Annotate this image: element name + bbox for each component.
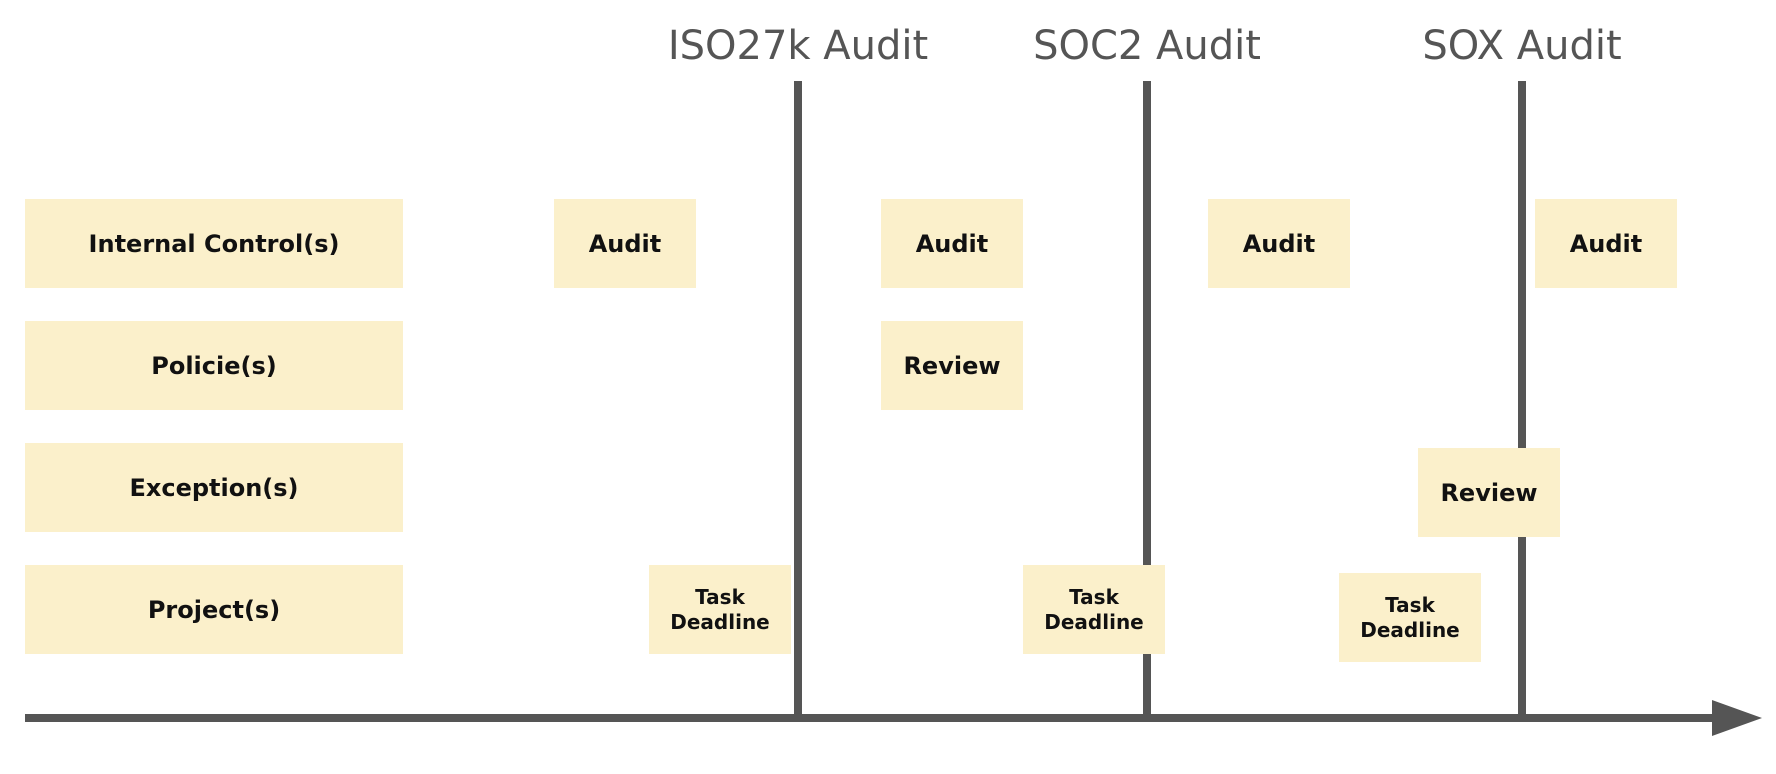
milestone-line-iso27k [794, 81, 802, 718]
project-task-deadline-note: Task Deadline [649, 565, 791, 654]
milestone-title-soc2: SOC2 Audit [1033, 23, 1261, 69]
internal-control-audit-note: Audit [1535, 199, 1677, 288]
time-axis-arrow-icon [1712, 700, 1762, 736]
policy-review-note: Review [881, 321, 1023, 410]
milestone-title-iso27k: ISO27k Audit [667, 23, 929, 69]
project-task-deadline-note: Task Deadline [1023, 565, 1165, 654]
milestone-title-sox: SOX Audit [1422, 23, 1622, 69]
category-exceptions: Exception(s) [25, 443, 403, 532]
internal-control-audit-note: Audit [881, 199, 1023, 288]
category-projects: Project(s) [25, 565, 403, 654]
milestone-line-soc2 [1143, 81, 1151, 718]
internal-control-audit-note: Audit [554, 199, 696, 288]
milestone-line-sox [1518, 81, 1526, 718]
category-policies: Policie(s) [25, 321, 403, 410]
category-internal-controls: Internal Control(s) [25, 199, 403, 288]
project-task-deadline-note: Task Deadline [1339, 573, 1481, 662]
time-axis-line [25, 714, 1730, 722]
exception-review-note: Review [1418, 448, 1560, 537]
internal-control-audit-note: Audit [1208, 199, 1350, 288]
